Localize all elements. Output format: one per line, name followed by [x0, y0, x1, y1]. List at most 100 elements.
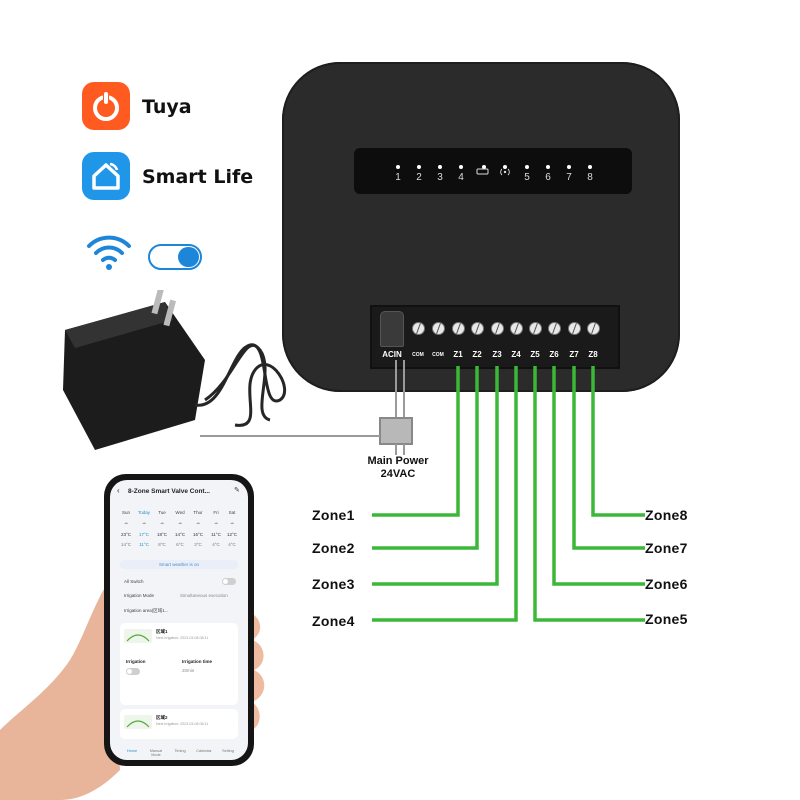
sprinkler-icon [124, 629, 152, 643]
cloud-icon: ☁ [213, 520, 219, 525]
weather-day: Thur [193, 510, 203, 515]
terminal-label: Z6 [549, 350, 559, 359]
all-switch-label: All Switch [124, 579, 144, 584]
house-icon [92, 162, 120, 190]
terminal-screw [510, 322, 523, 335]
status-led-1 [396, 165, 400, 169]
zone1-name: 区域1 [156, 629, 168, 634]
terminal-label: Z7 [569, 350, 579, 359]
status-led-2 [417, 165, 421, 169]
all-switch-toggle[interactable] [222, 578, 236, 585]
terminal-label: ACIN [382, 350, 402, 359]
weather-day: Today [137, 510, 150, 515]
terminal-label: Z1 [453, 350, 463, 359]
main-power-caption: Main Power 24VAC [358, 455, 438, 481]
zone7-label: Zone7 [645, 540, 688, 556]
weather-low: 11°C [139, 542, 149, 547]
terminal-screw [548, 322, 561, 335]
led-panel [354, 148, 632, 194]
power-adapter-icon [63, 290, 287, 450]
cloud-icon: ☁ [159, 520, 165, 525]
smart-life-app-icon [82, 152, 130, 200]
irrigation-label: Irrigation [126, 659, 146, 664]
irrigation-toggle[interactable] [126, 668, 140, 675]
zone8-label: Zone8 [645, 507, 688, 523]
status-led-9 [567, 165, 571, 169]
zone-wire-7 [552, 366, 645, 586]
cloud-icon: ☁ [195, 520, 201, 525]
irrigation-time-value[interactable]: 20min [182, 668, 195, 673]
voltage-label: 24VAC [380, 468, 416, 480]
terminal-screw [587, 322, 600, 335]
cloud-icon: ☁ [229, 520, 235, 525]
acin-connector [380, 311, 404, 347]
led-label: 8 [587, 172, 593, 183]
terminal-label: Z3 [492, 350, 502, 359]
weather-low: 14°C [120, 542, 132, 547]
zone5-label: Zone5 [645, 611, 688, 627]
terminal-screw [432, 322, 445, 335]
weather-day: Sat [228, 510, 236, 515]
status-led-8 [546, 165, 550, 169]
zone2-label: Zone2 [312, 540, 355, 556]
weather-low: 4°C [228, 542, 236, 547]
led-label: 5 [524, 172, 530, 183]
weather-high: 18°C [156, 532, 168, 537]
weather-high: 17°C [138, 532, 150, 537]
zone2-card[interactable]: 区域2 Next irrigation: 2023-03-08 08:11 [120, 709, 238, 739]
weather-low: 6°C [176, 542, 184, 547]
wifi-logo [148, 244, 202, 270]
nav-home[interactable]: Home [126, 749, 138, 753]
terminal-screw [568, 322, 581, 335]
weather-low: 4°C [212, 542, 220, 547]
terminal-screw [529, 322, 542, 335]
zone-wire-8 [533, 366, 645, 622]
status-led-4 [459, 165, 463, 169]
main-power-label: Main Power [367, 455, 429, 467]
weather-high: 14°C [174, 532, 186, 537]
led-label: 6 [545, 172, 551, 183]
power-wire [200, 360, 413, 455]
terminal-label: Z5 [530, 350, 540, 359]
nav-timing[interactable]: Timing [174, 749, 186, 753]
zone1-label: Zone1 [312, 507, 355, 523]
sprinkler-icon [124, 715, 152, 729]
weather-day: Wed [175, 510, 185, 515]
led-label: 3 [437, 172, 443, 183]
nav-manual-mode[interactable]: Manual Mode [149, 749, 163, 757]
app-title: 8-Zone Smart Valve Cont... [128, 488, 210, 495]
terminal-screw [471, 322, 484, 335]
irrigation-mode-value[interactable]: Simultaneous execution [180, 593, 228, 598]
cloud-icon: ☁ [123, 520, 129, 525]
zone4-label: Zone4 [312, 613, 355, 629]
zone-wires [372, 366, 645, 622]
zone1-next-irrigation: Next irrigation: 2023-03-08 08:11 [156, 636, 209, 640]
led-label: 4 [458, 172, 464, 183]
terminal-screw [412, 322, 425, 335]
zone1-card[interactable]: 区域1 Next irrigation: 2023-03-08 08:11 Ir… [120, 623, 238, 705]
wifi-signal-icon [87, 235, 131, 270]
zone2-name: 区域2 [156, 715, 168, 720]
weather-high: 23°C [120, 532, 132, 537]
irrigation-mode-label: Irrigation Mode [124, 593, 155, 598]
smart-weather-button[interactable]: Smart weather is on [120, 560, 238, 569]
nav-calendar[interactable]: Calendar [196, 749, 212, 753]
irrigation-area-label[interactable]: Irrigation area(区域1... [124, 608, 169, 613]
weather-low: 8°C [158, 542, 166, 547]
zone-wire-4 [372, 366, 518, 622]
zone2-next-irrigation: Next irrigation: 2023-03-08 08:11 [156, 722, 209, 726]
zone3-label: Zone3 [312, 576, 355, 592]
back-arrow-icon[interactable]: ‹ [117, 486, 120, 495]
edit-icon[interactable]: ✎ [234, 487, 240, 494]
terminal-label: Z2 [472, 350, 482, 359]
nav-setting[interactable]: Setting [222, 749, 234, 753]
irrigation-time-label: Irrigation time [182, 659, 213, 664]
status-led-5 [482, 165, 486, 169]
status-led-6 [503, 165, 507, 169]
led-label: 2 [416, 172, 422, 183]
terminal-label: Z8 [588, 350, 598, 359]
terminal-block [370, 305, 620, 369]
status-led-3 [438, 165, 442, 169]
